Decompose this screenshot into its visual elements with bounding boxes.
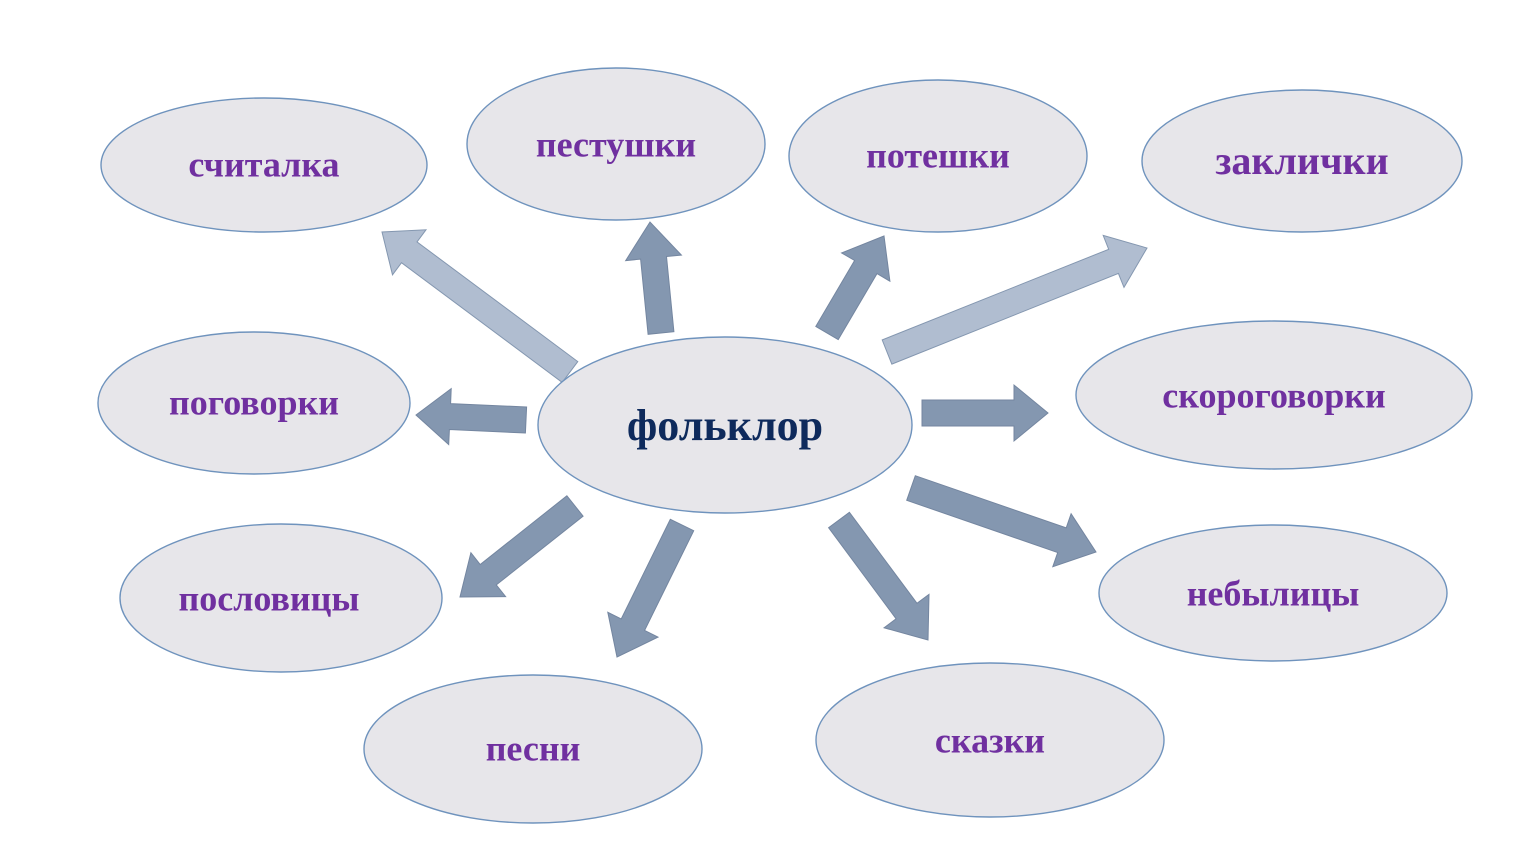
- node-zaklichki: заклички: [1141, 89, 1463, 233]
- arrow-to-poteshki: [815, 235, 891, 341]
- node-label-skazki: сказки: [935, 720, 1045, 760]
- arrow-to-nebylitsy: [906, 475, 1097, 568]
- node-label-pesni: песни: [486, 728, 581, 768]
- arrow-to-pogovorki: [415, 387, 528, 446]
- node-label-zaklichki: заклички: [1215, 138, 1388, 183]
- arrows: [381, 221, 1148, 658]
- node-label-poteshki: потешки: [866, 135, 1010, 175]
- node-skorogovorki: скороговорки: [1075, 320, 1473, 470]
- node-poslovitsy: пословицы: [119, 523, 443, 673]
- center-node: фольклор: [537, 336, 913, 514]
- node-pestushki: пестушки: [466, 67, 766, 221]
- arrow-to-skorogovorki: [921, 383, 1049, 443]
- node-label-schitalka: считалка: [188, 144, 339, 184]
- arrow-to-skazki: [827, 511, 930, 641]
- node-label-pogovorki: поговорки: [169, 382, 339, 422]
- node-label-pestushki: пестушки: [536, 124, 696, 164]
- node-nebylitsy: небылицы: [1098, 524, 1448, 662]
- node-skazki: сказки: [815, 662, 1165, 818]
- node-pogovorki: поговорки: [97, 331, 411, 475]
- arrow-to-pesni: [607, 518, 695, 658]
- arrow-to-pestushki: [624, 221, 683, 335]
- node-label-poslovitsy: пословицы: [178, 578, 359, 618]
- node-pesni: песни: [363, 674, 703, 824]
- arrow-to-zaklichki: [881, 234, 1148, 365]
- node-label-nebylitsy: небылицы: [1187, 573, 1360, 613]
- arrow-to-poslovitsy: [459, 495, 584, 598]
- nodes: фольклор считалка пестушки потешки закли…: [97, 67, 1473, 824]
- node-label-skorogovorki: скороговорки: [1162, 375, 1386, 415]
- node-poteshki: потешки: [788, 79, 1088, 233]
- center-label: фольклор: [627, 401, 823, 450]
- arrow-to-schitalka: [381, 229, 579, 384]
- node-schitalka: считалка: [100, 97, 428, 233]
